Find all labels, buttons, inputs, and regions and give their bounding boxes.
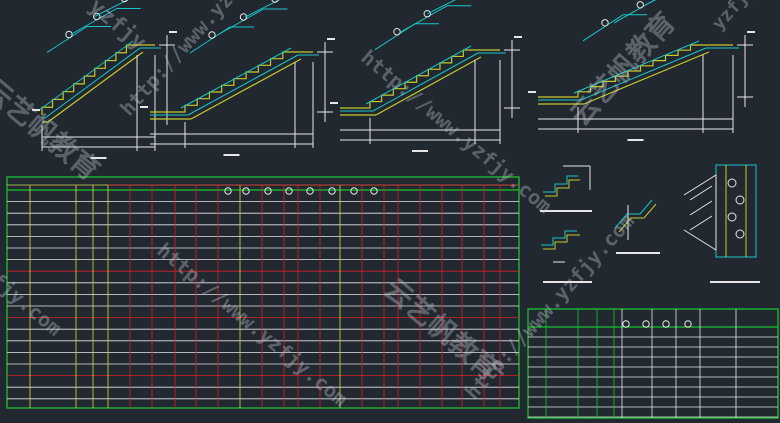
- node-detail-1: [540, 165, 592, 212]
- leader-diag: [582, 14, 624, 42]
- rebar-mark-circle: [370, 187, 378, 195]
- stair-section-4: [528, 0, 755, 141]
- rebar-diag: [372, 52, 479, 112]
- rebar-mark-circle: [662, 320, 670, 328]
- rebar-mark-circle: [208, 31, 216, 39]
- leader-diag: [645, 0, 657, 6]
- rebar-leader: [244, 0, 281, 18]
- rebar-mark-circle: [306, 187, 314, 195]
- node-detail-3: [614, 199, 660, 254]
- rebar-diag-upper: [365, 45, 472, 105]
- rebar-leader: [427, 0, 457, 15]
- rebar-mark-circle: [65, 30, 73, 39]
- stair-soffit: [47, 51, 144, 123]
- leader-diag: [401, 5, 448, 33]
- leader-diag: [217, 8, 264, 36]
- rebar-mark-circle: [239, 13, 248, 21]
- rebar-mark-circle: [285, 187, 293, 195]
- stair-section-2: [140, 0, 335, 156]
- stair-node-details: [540, 164, 760, 283]
- rebar-mark-circle: [684, 320, 692, 328]
- rebar-mark-circle: [264, 187, 272, 195]
- rebar-mark-circle: [121, 0, 128, 3]
- stair-soffit: [583, 51, 710, 105]
- stair-section-3: [330, 0, 522, 152]
- rebar-diag-upper: [180, 47, 292, 109]
- rebar-diag: [580, 47, 707, 101]
- rebar-mark-circle: [242, 187, 250, 195]
- node-detail-2: [541, 230, 592, 283]
- level-mark: [528, 91, 536, 93]
- rebar-diag: [187, 54, 299, 116]
- rebar-mark-circle: [423, 10, 431, 18]
- rebar-mark-circle: [393, 28, 401, 36]
- stair-section-1: [32, 0, 177, 159]
- level-mark: [169, 31, 177, 33]
- rebar-diag: [44, 47, 141, 119]
- rebar-diag-upper: [573, 40, 700, 94]
- node-detail-4: [683, 164, 760, 283]
- rebar-mark-circle: [350, 187, 358, 195]
- rebar-mark-circle: [328, 187, 336, 195]
- rebar-leader: [94, 0, 129, 17]
- stair-rebar-table-large: [6, 176, 520, 409]
- leader-diag: [244, 0, 281, 18]
- level-mark: [514, 36, 522, 38]
- rebar-mark-circle: [636, 1, 644, 9]
- stair-section-drawings: [32, 0, 755, 159]
- level-mark: [330, 102, 338, 104]
- small-table-frame: [527, 308, 779, 419]
- stair-rebar-table-small: [527, 308, 779, 419]
- stair-soffit: [190, 58, 302, 120]
- leader-diag: [94, 0, 129, 17]
- rebar-leader: [217, 8, 288, 36]
- rebar-leader: [401, 5, 472, 33]
- rebar-mark-circle: [93, 12, 101, 21]
- rebar-leader: [582, 14, 647, 42]
- table-frame: [6, 176, 520, 409]
- leader-diag: [427, 0, 457, 15]
- level-mark: [32, 109, 40, 111]
- rebar-mark-circle: [622, 320, 630, 328]
- rebar-leader: [46, 26, 111, 53]
- rebar-leader: [645, 0, 657, 6]
- rebar-mark-circle: [271, 0, 279, 3]
- stair-treads: [538, 44, 733, 98]
- rebar-diag-upper: [37, 40, 134, 112]
- rebar-mark-circle: [642, 320, 650, 328]
- rebar-leader: [70, 8, 141, 35]
- leader-diag: [70, 8, 117, 35]
- level-mark: [327, 38, 335, 40]
- level-mark: [747, 31, 755, 33]
- rebar-mark-circle: [224, 187, 232, 195]
- leader-diag: [46, 26, 88, 53]
- level-mark: [140, 106, 148, 108]
- rebar-mark-circle: [601, 19, 609, 27]
- stair-soffit: [375, 56, 482, 116]
